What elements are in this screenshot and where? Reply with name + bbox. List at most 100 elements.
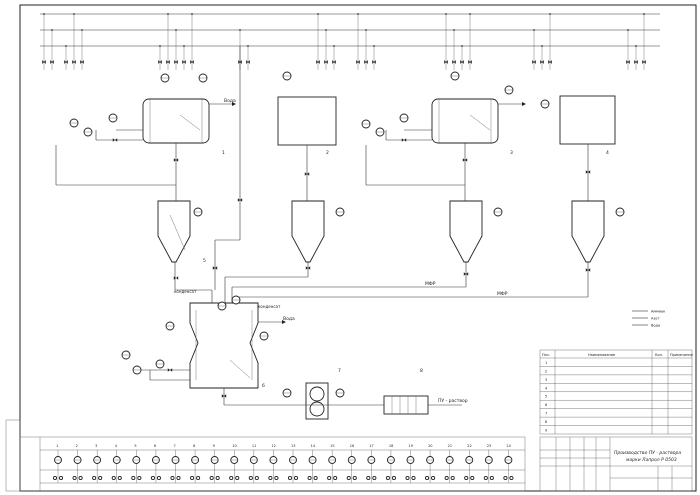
spec-row-number: 5 bbox=[545, 395, 547, 399]
header-drop bbox=[532, 29, 536, 70]
strip-instrument: 16 bbox=[346, 444, 357, 483]
strip-instrument: 10 bbox=[229, 444, 240, 483]
strip-instrument: 13 bbox=[287, 444, 299, 483]
strip-instrument-number: 15 bbox=[330, 444, 334, 448]
equip-label-2: 2 bbox=[326, 150, 329, 156]
strip-instrument-number: 10 bbox=[232, 444, 236, 448]
legend-water: Вода bbox=[651, 324, 660, 328]
header-drop bbox=[166, 13, 170, 70]
title-block: Производство ПУ - раствора марки Лапрол … bbox=[539, 436, 693, 492]
spec-row-number: 4 bbox=[545, 386, 548, 390]
header-drop bbox=[364, 29, 368, 70]
strip-instrument: 2 bbox=[72, 444, 83, 483]
strip-instrument-number: 7 bbox=[174, 444, 176, 448]
instrument-bubble bbox=[375, 127, 385, 137]
valve bbox=[462, 158, 468, 162]
valve bbox=[237, 198, 243, 202]
process-piping: МФР МФР bbox=[55, 46, 589, 406]
header-drop bbox=[332, 45, 336, 70]
legend: Аммиак Азот Вода bbox=[632, 310, 665, 328]
instrument-bubble bbox=[217, 301, 227, 311]
valve bbox=[212, 266, 218, 270]
header-drop bbox=[642, 13, 646, 70]
spec-row-number: 2 bbox=[545, 369, 547, 373]
valve bbox=[585, 170, 591, 174]
title-line-2: марки Лапрол Р 0503 bbox=[626, 457, 677, 463]
valve bbox=[304, 172, 310, 176]
water-out-label-1: Вода bbox=[224, 98, 236, 104]
valve bbox=[167, 368, 173, 372]
header-drop bbox=[540, 45, 544, 70]
spec-row-number: 7 bbox=[545, 412, 547, 416]
valve bbox=[173, 158, 179, 162]
header-drop bbox=[324, 29, 328, 70]
side-stamp bbox=[5, 419, 21, 492]
header-drop bbox=[72, 13, 76, 70]
instrument-bubble bbox=[259, 331, 269, 341]
strip-instrument: 23 bbox=[483, 444, 494, 483]
legend-ammonia: Аммиак bbox=[651, 310, 665, 314]
strip-instrument-number: 19 bbox=[409, 444, 413, 448]
strip-instrument: 7 bbox=[170, 444, 181, 483]
strip-instrument: 5 bbox=[131, 444, 142, 483]
instrument-bubble bbox=[615, 207, 625, 217]
header-drop bbox=[316, 13, 320, 70]
strip-instrument-number: 1 bbox=[56, 444, 58, 448]
vessel-3: 3 bbox=[431, 98, 526, 156]
equip-label-4: 4 bbox=[606, 150, 609, 156]
equip-label-7: 7 bbox=[338, 368, 341, 374]
header-drop bbox=[444, 13, 448, 70]
header-drop bbox=[42, 13, 46, 70]
equip-label-5: 5 bbox=[203, 258, 206, 264]
condensate-label: конденсат bbox=[174, 289, 197, 294]
instrument-bubble bbox=[165, 321, 175, 331]
header-drop bbox=[372, 45, 376, 70]
instrument-bubble bbox=[399, 113, 409, 123]
strip-instrument: 15 bbox=[327, 444, 338, 483]
strip-instrument-number: 22 bbox=[467, 444, 471, 448]
header-drop bbox=[626, 29, 630, 70]
strip-instrument-number: 17 bbox=[369, 444, 373, 448]
strip-instrument: 24 bbox=[503, 444, 514, 483]
strip-instrument-number: 24 bbox=[506, 444, 511, 448]
strip-instrument: 21 bbox=[444, 444, 455, 483]
strip-instrument-number: 3 bbox=[95, 444, 97, 448]
instrument-bubble bbox=[282, 388, 292, 398]
instrument-bubble bbox=[335, 207, 345, 217]
instrument-bubble bbox=[282, 71, 292, 81]
strip-instrument-number: 11 bbox=[252, 444, 256, 448]
header-drop bbox=[548, 13, 552, 70]
hoppers: 5 bbox=[157, 200, 605, 264]
header-drops bbox=[42, 13, 646, 70]
strip-instrument: 11 bbox=[248, 444, 259, 483]
spec-row-number: 1 bbox=[545, 361, 547, 365]
valve bbox=[585, 268, 591, 272]
vessel-1: Вода 1 bbox=[142, 98, 236, 156]
header-drop bbox=[64, 45, 68, 70]
water-out-label-2: Вода bbox=[283, 316, 295, 322]
strip-instrument: 4 bbox=[111, 444, 122, 483]
strip-instrument-number: 20 bbox=[428, 444, 432, 448]
header-drop bbox=[634, 45, 638, 70]
strip-instrument: 14 bbox=[307, 444, 318, 483]
instrument-bubble bbox=[361, 119, 371, 129]
header-drop bbox=[356, 13, 360, 70]
strip-instrument-number: 21 bbox=[448, 444, 452, 448]
instrument-bubble bbox=[132, 365, 142, 375]
strip-instrument: 1 bbox=[52, 444, 64, 483]
spec-header-note: Примечание bbox=[670, 353, 693, 357]
strip-instrument-number: 6 bbox=[154, 444, 156, 448]
vessel-4: 4 bbox=[559, 95, 616, 156]
spec-header-name: Наименование bbox=[588, 353, 615, 357]
strip-instrument: 12 bbox=[268, 444, 279, 483]
instrument-bubble bbox=[493, 207, 503, 217]
header-drop bbox=[50, 29, 54, 70]
header-drop bbox=[460, 45, 464, 70]
header-drop bbox=[246, 45, 250, 70]
header-drop bbox=[80, 29, 84, 70]
strip-instrument-number: 5 bbox=[134, 444, 136, 448]
valve bbox=[463, 272, 469, 276]
equipment-7: 7 bbox=[305, 368, 341, 420]
strip-instrument-number: 4 bbox=[115, 444, 118, 448]
instrument-bubble bbox=[155, 359, 165, 369]
